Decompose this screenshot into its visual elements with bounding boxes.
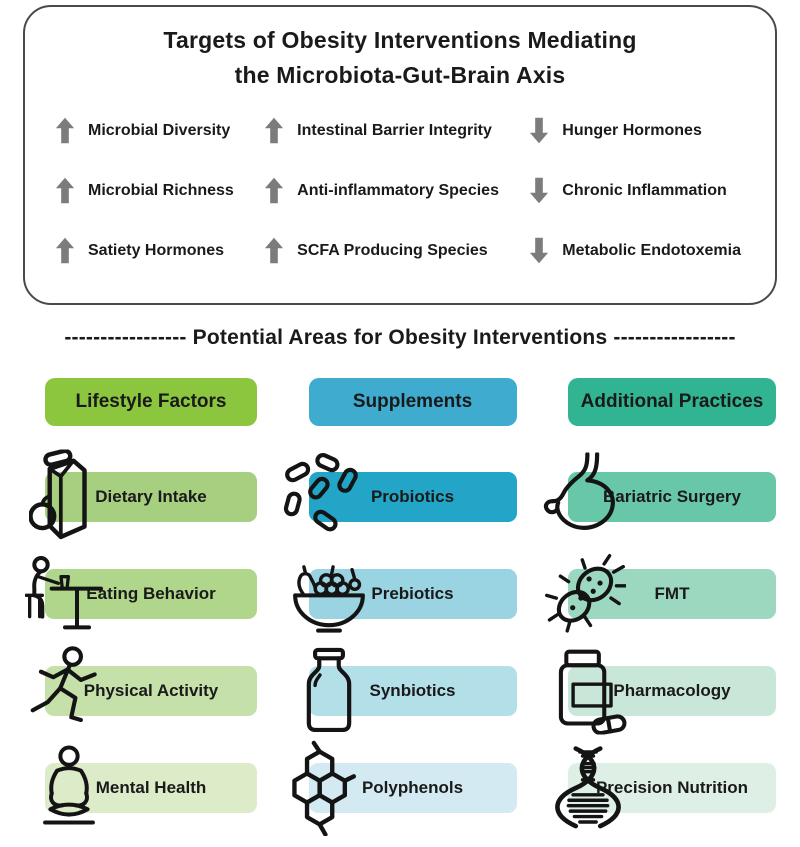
- intervention-bar: Eating Behavior: [45, 568, 257, 619]
- intervention-label: Prebiotics: [371, 583, 454, 603]
- person-eating-at-table-icon: [25, 552, 105, 635]
- meditating-person-icon: [33, 745, 105, 830]
- intervention-row: Prebiotics: [292, 545, 517, 642]
- intervention-row: Physical Activity: [30, 642, 257, 739]
- up-arrow-icon: [55, 116, 75, 145]
- divider-dashes-left: -----------------: [64, 326, 187, 349]
- target-item-label: Hunger Hormones: [562, 121, 702, 139]
- column-header: Supplements: [308, 378, 517, 426]
- intervention-label: Polyphenols: [361, 777, 464, 797]
- column-rows: Dietary Intake: [25, 426, 257, 836]
- up-arrow-icon: [264, 116, 284, 145]
- up-arrow-icon: [264, 236, 284, 265]
- intervention-label: Physical Activity: [83, 680, 219, 700]
- intervention-bar: Probiotics: [308, 471, 517, 522]
- down-arrow-icon: [529, 176, 549, 205]
- target-item-label: SCFA Producing Species: [297, 241, 488, 259]
- intervention-label: Eating Behavior: [86, 583, 216, 603]
- intervention-row: Bariatric Surgery: [543, 448, 776, 545]
- intervention-bar: Physical Activity: [45, 665, 257, 716]
- intervention-row: FMT: [545, 545, 776, 642]
- column-supplements: Supplements Probiotics: [283, 378, 517, 836]
- intervention-label: Synbiotics: [369, 680, 456, 700]
- figure: Targets of Obesity Interventions Mediati…: [0, 5, 800, 847]
- intervention-row: Pharmacology: [558, 642, 776, 739]
- target-item: Chronic Inflammation: [529, 176, 741, 205]
- target-item-label: Microbial Richness: [88, 181, 234, 199]
- target-item: Microbial Diversity: [55, 116, 234, 145]
- target-item-label: Satiety Hormones: [88, 241, 225, 259]
- column-rows: Bariatric Surgery: [543, 426, 776, 836]
- target-item: Intestinal Barrier Integrity: [264, 116, 499, 145]
- running-person-icon: [23, 645, 103, 736]
- target-item-label: Anti-inflammatory Species: [297, 181, 499, 199]
- intervention-label: Dietary Intake: [95, 486, 207, 506]
- column-lifestyle-factors: Lifestyle Factors Dietary Intake: [25, 378, 257, 836]
- column-additional-practices: Additional Practices Bariatric Surger: [543, 378, 776, 836]
- target-item: Microbial Richness: [55, 176, 234, 205]
- target-item-label: Metabolic Endotoxemia: [562, 241, 741, 259]
- up-arrow-icon: [264, 176, 284, 205]
- intervention-row: Probiotics: [283, 448, 517, 545]
- intervention-label: Precision Nutrition: [595, 777, 749, 797]
- target-item: Satiety Hormones: [55, 236, 234, 265]
- targets-title-line1: Targets of Obesity Interventions Mediati…: [163, 27, 637, 53]
- dna-helix-icon: [554, 742, 622, 834]
- intervention-label: Pharmacology: [613, 680, 731, 700]
- intervention-label: FMT: [654, 583, 690, 603]
- target-item-label: Chronic Inflammation: [562, 181, 727, 199]
- column-header: Additional Practices: [568, 378, 776, 426]
- target-item: Anti-inflammatory Species: [264, 176, 499, 205]
- fruit-bowl-icon: [287, 552, 371, 636]
- targets-box: Targets of Obesity Interventions Mediati…: [23, 5, 777, 305]
- up-arrow-icon: [55, 176, 75, 205]
- intervention-bar: Bariatric Surgery: [568, 471, 776, 522]
- intervention-row: Polyphenols: [291, 739, 517, 836]
- intervention-label: Mental Health: [95, 777, 207, 797]
- intervention-label: Bariatric Surgery: [603, 486, 741, 506]
- pill-bottle-capsule-icon: [546, 647, 630, 734]
- intervention-row: Mental Health: [43, 739, 257, 836]
- intervention-row: Eating Behavior: [25, 545, 257, 642]
- grocery-bag-apple-icon: [29, 449, 103, 544]
- targets-title: Targets of Obesity Interventions Mediati…: [25, 23, 775, 92]
- targets-title-line2: the Microbiota-Gut-Brain Axis: [234, 61, 566, 88]
- bacteria-capsules-icon: [281, 452, 367, 541]
- intervention-bar: Dietary Intake: [45, 471, 257, 522]
- targets-grid: Microbial Diversity Intestinal Barrier I…: [25, 92, 775, 265]
- molecule-hexagons-icon: [289, 740, 359, 836]
- up-arrow-icon: [55, 236, 75, 265]
- intervention-label: Probiotics: [370, 486, 455, 506]
- bottle-icon: [297, 646, 361, 736]
- intervention-areas: Lifestyle Factors Dietary Intake: [0, 378, 800, 836]
- section-divider: ----------------- Potential Areas for Ob…: [0, 326, 800, 350]
- intervention-row: Precision Nutrition: [555, 739, 776, 836]
- column-rows: Probiotics: [283, 426, 517, 836]
- down-arrow-icon: [529, 116, 549, 145]
- microbe-icon: [544, 551, 626, 636]
- divider-dashes-right: -----------------: [613, 326, 736, 349]
- intervention-row: Dietary Intake: [29, 448, 257, 545]
- target-item: Hunger Hormones: [529, 116, 741, 145]
- target-item: Metabolic Endotoxemia: [529, 236, 741, 265]
- target-item-label: Intestinal Barrier Integrity: [297, 121, 492, 139]
- down-arrow-icon: [529, 236, 549, 265]
- target-item: SCFA Producing Species: [264, 236, 499, 265]
- divider-title: Potential Areas for Obesity Intervention…: [192, 326, 608, 349]
- column-header: Lifestyle Factors: [45, 378, 257, 426]
- stomach-icon: [540, 452, 632, 541]
- target-item-label: Microbial Diversity: [88, 121, 231, 139]
- intervention-row: Synbiotics: [306, 642, 517, 739]
